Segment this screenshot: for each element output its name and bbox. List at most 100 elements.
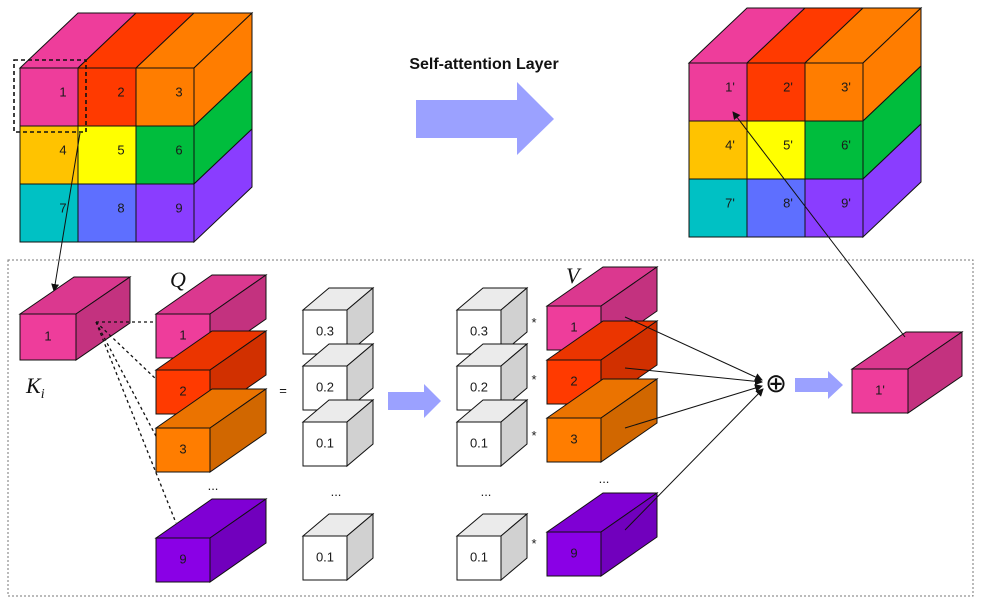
select-key-arrow xyxy=(51,132,81,292)
key-box-front xyxy=(19,313,77,361)
score-cube-front xyxy=(302,421,348,467)
equals-sign: = xyxy=(279,383,287,398)
cube-cell xyxy=(135,183,195,243)
key-box-label: 1 xyxy=(44,328,51,343)
cube-cell-label: 2' xyxy=(783,79,793,94)
selection-highlight-box xyxy=(13,59,87,133)
key-block: 1 xyxy=(18,276,132,361)
transform-arrow xyxy=(416,82,554,155)
score-column: 0.30.20.10.1 xyxy=(301,286,375,582)
key-query-connectors xyxy=(95,321,177,524)
query-box-label: 1 xyxy=(179,327,186,342)
score-cube: 0.1 xyxy=(301,512,375,582)
cube-cell-label: 4' xyxy=(725,137,735,152)
key-box: 1 xyxy=(18,276,132,361)
attention-detail-region xyxy=(7,259,974,597)
cube-cell xyxy=(746,178,806,238)
softmax-arrow xyxy=(388,384,441,418)
key-symbol: Ki xyxy=(25,373,45,402)
weight-cube-label: 0.1 xyxy=(470,549,488,564)
cube-cell xyxy=(688,120,748,180)
cube-cell xyxy=(77,125,137,185)
cube-cell xyxy=(19,125,79,185)
cube-cell-label: 8 xyxy=(117,200,124,215)
cube-cell-label: 6' xyxy=(841,137,851,152)
multiply-sign: * xyxy=(531,315,536,330)
input-cube-side-face xyxy=(193,11,253,244)
sum-symbol: ⊕ xyxy=(765,369,787,399)
weight-cube: 0.3 xyxy=(455,286,529,356)
score-cube-label: 0.1 xyxy=(316,435,334,450)
value-ellipsis: ... xyxy=(599,471,610,486)
result-box-front xyxy=(851,368,909,414)
cube-cell xyxy=(746,120,806,180)
output-cube-front-face: 1' 2' 3' 4' 5' 6' 7' 8' 9' xyxy=(688,62,864,238)
weight-cube: 0.1 xyxy=(455,512,529,582)
cube-cell-label: 5' xyxy=(783,137,793,152)
output-arrow xyxy=(795,371,843,399)
cube-cell-label: 9 xyxy=(175,200,182,215)
score-ellipsis: ... xyxy=(331,484,342,499)
output-cube-side-face xyxy=(862,6,922,239)
query-box-label: 2 xyxy=(179,383,186,398)
cube-cell-label: 3' xyxy=(841,79,851,94)
layer-title: Self-attention Layer xyxy=(409,56,558,73)
value-box-label: 9 xyxy=(570,545,577,560)
score-cube: 0.1 xyxy=(301,398,375,468)
input-cube-top-face xyxy=(18,12,254,69)
weight-cube-label: 0.3 xyxy=(470,323,488,338)
weight-cube: 0.2 xyxy=(455,342,529,412)
cube-cell-label: 5 xyxy=(117,142,124,157)
cube-cell xyxy=(77,183,137,243)
cube-cell xyxy=(688,178,748,238)
query-box-label: 9 xyxy=(179,551,186,566)
weight-ellipsis: ... xyxy=(481,484,492,499)
write-back-arrow xyxy=(732,111,906,338)
cube-cell-label: 4 xyxy=(59,142,66,157)
cube-cell xyxy=(746,62,806,122)
query-box: 3 xyxy=(154,388,268,473)
weight-cube-front xyxy=(456,535,502,581)
cube-cell-label: 7' xyxy=(725,195,735,210)
weight-cube-front xyxy=(456,421,502,467)
value-sum-arrows xyxy=(624,316,764,531)
multiply-sign: * xyxy=(531,372,536,387)
score-cube-label: 0.2 xyxy=(316,379,334,394)
result-box-label: 1' xyxy=(875,382,885,397)
cube-cell-label: 2 xyxy=(117,84,124,99)
value-box-label: 1 xyxy=(570,319,577,334)
cube-cell-label: 6 xyxy=(175,142,182,157)
cube-cell xyxy=(804,178,864,238)
cube-cell-label: 1' xyxy=(725,79,735,94)
query-column: 1 2 3 9 xyxy=(154,274,268,583)
score-cube-label: 0.1 xyxy=(316,549,334,564)
cube-cell xyxy=(135,125,195,185)
cube-cell-label: 7 xyxy=(59,200,66,215)
cube-cell xyxy=(804,62,864,122)
cube-cell xyxy=(19,183,79,243)
multiply-sign: * xyxy=(531,428,536,443)
query-box: 9 xyxy=(154,498,268,583)
value-box: 3 xyxy=(545,378,659,463)
value-box-front xyxy=(546,417,602,463)
cube-cell-label: 9' xyxy=(841,195,851,210)
query-box-front xyxy=(155,537,211,583)
query-ellipsis: ... xyxy=(208,478,219,493)
score-cube: 0.2 xyxy=(301,342,375,412)
weight-cube-label: 0.2 xyxy=(470,379,488,394)
value-box-label: 3 xyxy=(570,431,577,446)
cube-cell-label: 8' xyxy=(783,195,793,210)
output-cube: 1' 2' 3' 4' 5' 6' 7' 8' 9' xyxy=(687,6,923,239)
cube-cell xyxy=(135,67,195,127)
query-box-label: 3 xyxy=(179,441,186,456)
score-cube-front xyxy=(302,535,348,581)
value-box-label: 2 xyxy=(570,373,577,388)
weight-cube-label: 0.1 xyxy=(470,435,488,450)
weight-column: 0.3 0.2 0.1 0.1 xyxy=(455,286,529,582)
result-block: 1' xyxy=(850,331,964,414)
result-box: 1' xyxy=(850,331,964,414)
query-box-front xyxy=(155,427,211,473)
cube-cell xyxy=(804,120,864,180)
